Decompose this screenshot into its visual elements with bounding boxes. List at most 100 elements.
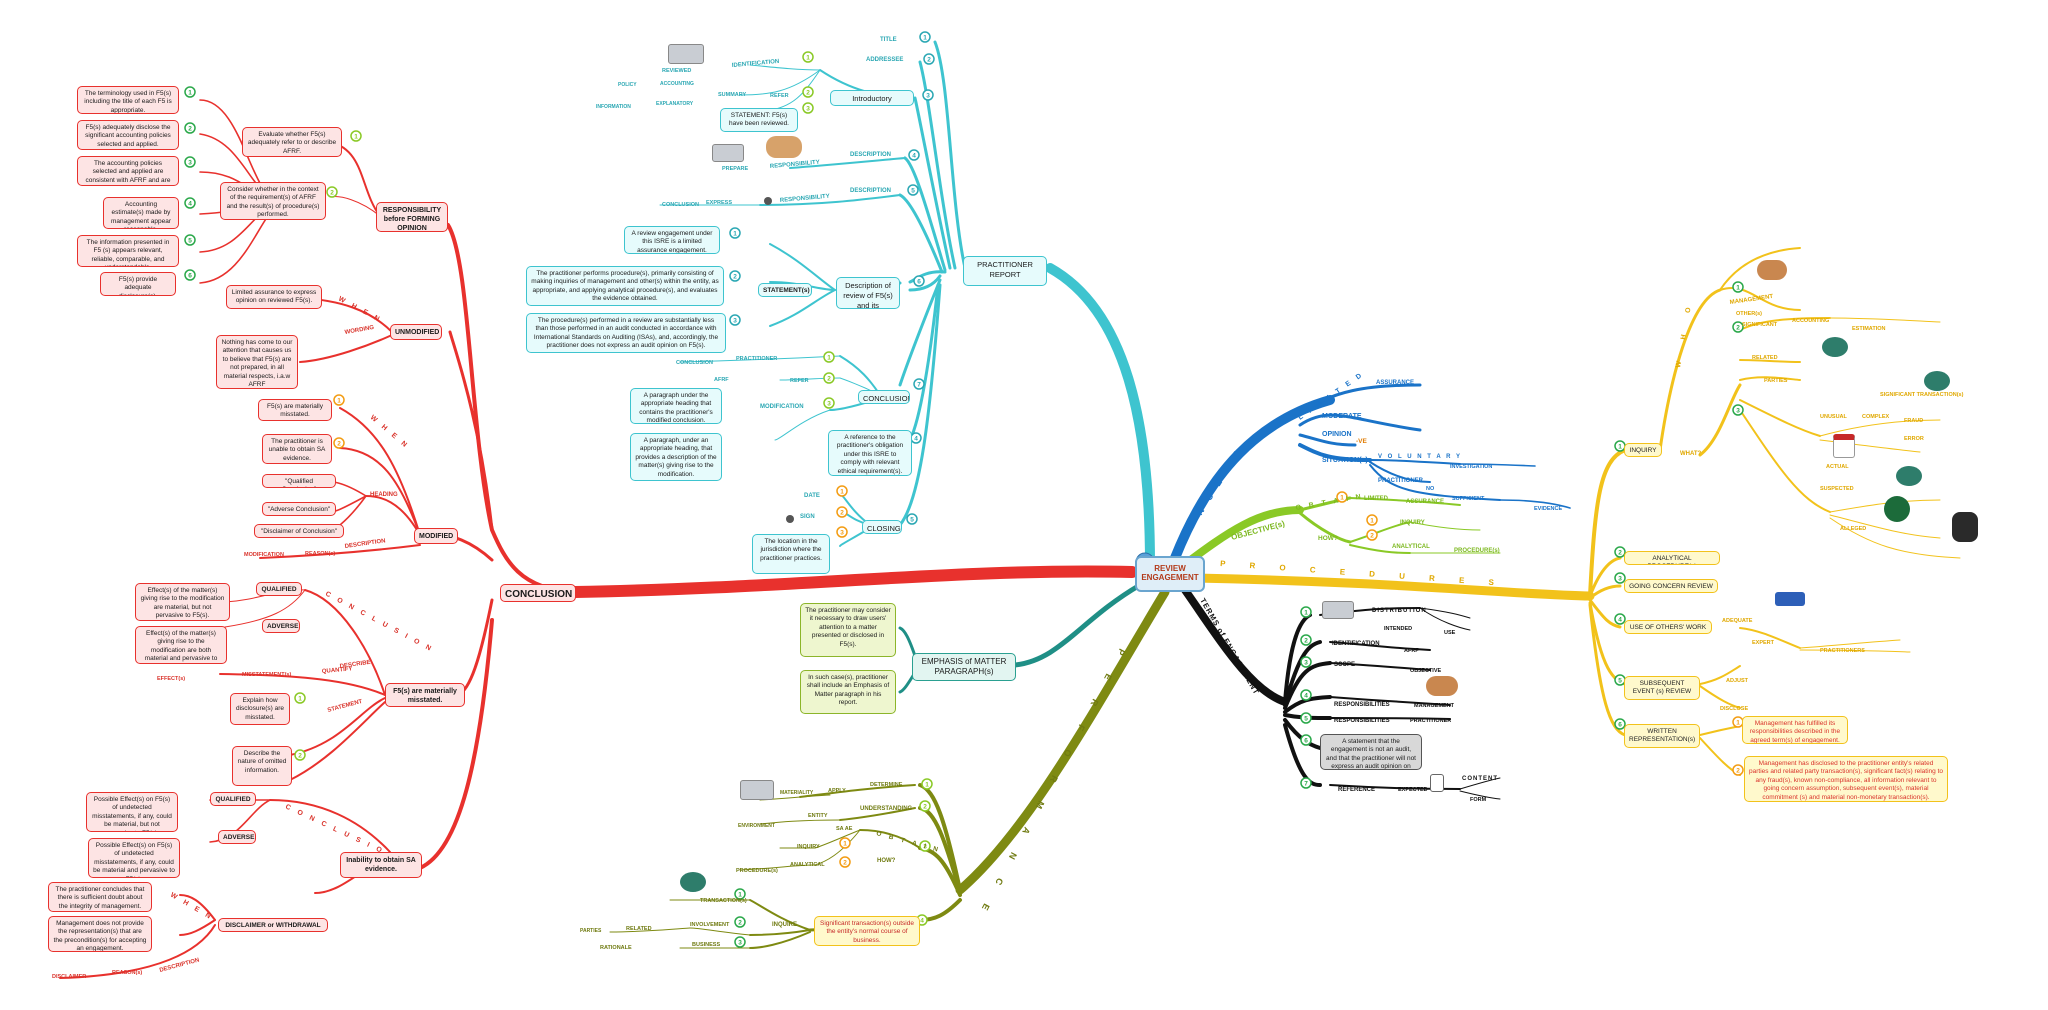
modified-when-2: The practitioner is unable to obtain SA … — [262, 434, 332, 464]
inability-node[interactable]: Inability to obtain SA evidence. — [340, 852, 422, 878]
significant-transactions-box: Significant transaction(s) outside the e… — [814, 916, 920, 946]
subsequent-label: SUBSEQUENT EVENT (s) REVIEW — [1633, 680, 1691, 695]
branch-label-objectives-obtain: O B T A I N — [1295, 493, 1364, 512]
statements-text: STATEMENT(s) — [763, 287, 810, 294]
branch-label-procedures-disclose: DISCLOSE — [1720, 706, 1748, 712]
statement-reviewed-text: STATEMENT: F5(s) have been reviewed. — [729, 112, 789, 127]
branch-label-performance-transactions: TRANSACTION(s) — [700, 898, 747, 904]
number-label: 3 — [926, 93, 930, 100]
number-label: 2 — [806, 90, 810, 97]
stmt-item-text: A review engagement under this ISRE is a… — [632, 230, 713, 254]
concl-item-text: A paragraph under the appropriate headin… — [639, 392, 713, 424]
branch-label-conclusion-modified-when: W H E N — [369, 414, 410, 450]
number-label: 2 — [1370, 533, 1374, 540]
analytical-label: ANALYTICAL PROCEDURE(s) — [1647, 555, 1696, 565]
conclusion-label: CONCLUSION — [505, 589, 572, 600]
written-node[interactable]: WRITTEN REPRESENTATION(s) — [1624, 724, 1700, 748]
qualified-text: QUALIFIED — [215, 796, 250, 803]
going-concern-node[interactable]: GOING CONCERN REVIEW — [1624, 579, 1718, 593]
branch-label-procedures-suspected: SUSPECTED — [1820, 486, 1854, 492]
number-label: 2 — [840, 510, 844, 517]
number-label: 1 — [1618, 444, 1622, 451]
branch-label-concept-sufficient: SUFFICIENT — [1452, 496, 1485, 502]
emphasis-node[interactable]: EMPHASIS of MATTER PARAGRAPH(s) — [912, 653, 1016, 681]
laptop-icon — [712, 144, 744, 162]
describe-omitted-box: Describe the nature of omitted informati… — [232, 746, 292, 786]
branch-label-conclusion-modified-description: DESCRIPTION — [344, 538, 385, 550]
misstated-qualified-box: Effect(s) of the matter(s) giving rise t… — [135, 583, 230, 621]
people-icon — [1426, 676, 1458, 696]
intro-node[interactable]: Introductory Paragraph — [830, 90, 914, 106]
misstated-adverse-label: ADVERSE — [262, 619, 300, 633]
number-label: 3 — [1304, 660, 1308, 667]
number-label: 5 — [1618, 678, 1622, 685]
branch-label-performance-rationale: RATIONALE — [600, 945, 632, 951]
analytical-node[interactable]: ANALYTICAL PROCEDURE(s) — [1624, 551, 1720, 565]
branch-label-terms-label: TERMS of ENGAGEMENT — [1198, 597, 1261, 697]
branch-label-terms-responsibilities: RESPONSIBILITIES — [1334, 702, 1390, 708]
emphasis-label: EMPHASIS of MATTER PARAGRAPH(s) — [922, 657, 1007, 676]
conclusion-node[interactable]: CONCLUSION — [500, 584, 576, 602]
number-label: 1 — [923, 35, 927, 42]
number-label: 2 — [738, 920, 742, 927]
inability-qualified-label: QUALIFIED — [210, 792, 256, 806]
branch-performance — [960, 592, 1165, 890]
inquiry-node[interactable]: INQUIRY — [1624, 443, 1662, 457]
modified-when-text: F5(s) are materially misstated. — [267, 403, 323, 418]
use-others-node[interactable]: USE OF OTHERS' WORK — [1624, 620, 1712, 634]
resp-item-3: The accounting policies selected and app… — [77, 156, 179, 186]
disclaimer-node[interactable]: DISCLAIMER or WITHDRAWAL — [218, 918, 328, 932]
terms-statement-box: A statement that the engagement is not a… — [1320, 734, 1422, 770]
branch-label-procedures-significant: SIGNIFICANT — [1742, 322, 1778, 328]
written-item-text: Management has disclosed to the practiti… — [1749, 760, 1943, 801]
branch-label-procedures-expert: EXPERT — [1752, 640, 1775, 646]
branch-label-performance-involvement: INVOLVEMENT — [690, 922, 730, 928]
dollar-badge-icon — [1822, 337, 1848, 357]
heading-disclaimer: "Disclaimer of Conclusion" — [254, 524, 344, 538]
branch-label-objectives-limited: LIMITED — [1364, 496, 1389, 502]
modified-node[interactable]: MODIFIED — [414, 528, 458, 544]
branch-label-conclusion-misstated-quantify: QUANTIFY — [322, 666, 353, 675]
branch-label-performance-related: RELATED — [626, 926, 652, 932]
number-label: 1 — [1736, 720, 1740, 727]
resp-item-4: Accounting estimate(s) made by managemen… — [103, 197, 179, 229]
stmt-item-3: The procedure(s) performed in a review a… — [526, 313, 726, 353]
significant-transactions-text: Significant transaction(s) outside the e… — [820, 920, 914, 944]
scope-node[interactable]: Description of review of F5(s) and its l… — [836, 277, 900, 309]
branch-label-concept-evidence: EVIDENCE — [1534, 506, 1562, 512]
report-conclusion-label: CONCLUSION — [863, 394, 910, 403]
subsequent-node[interactable]: SUBSEQUENT EVENT (s) REVIEW — [1624, 676, 1700, 700]
qualified-text: QUALIFIED — [261, 586, 296, 593]
report-conclusion-node[interactable]: CONCLUSION — [858, 390, 910, 404]
branch-label-performance-parties: PARTIES — [580, 928, 602, 934]
branch-label-performance-procedures: PROCEDURE(s) — [736, 868, 778, 874]
number-label: 2 — [188, 126, 192, 133]
work-logo-icon — [1775, 592, 1805, 606]
branch-label-concept-moderate: MODERATE — [1322, 413, 1362, 420]
misstated-node[interactable]: F5(s) are materially misstated. — [385, 683, 465, 707]
heading-qualified: "Qualified Conclusion" — [262, 474, 336, 488]
branch-label-procedures-fraud: FRAUD — [1904, 418, 1923, 424]
branch-label-conclusion-inability-disclaimer_word: DISCLAIMER — [52, 974, 86, 980]
closing-node[interactable]: CLOSING — [862, 520, 902, 534]
concl-item-1: A paragraph under the appropriate headin… — [630, 388, 722, 424]
number-label: 1 — [827, 355, 831, 362]
evaluate-box: Evaluate whether F5(s) adequately refer … — [242, 127, 342, 157]
report-node[interactable]: PRACTITIONER REPORT — [963, 256, 1047, 286]
emphasis-item-1: The practitioner may consider it necessa… — [800, 603, 896, 657]
branch-label-conclusion-inability-reason: REASON(s) — [112, 970, 142, 976]
responsibility-node[interactable]: RESPONSIBILITY before FORMING OPINION — [376, 202, 448, 232]
branch-report — [1050, 268, 1150, 565]
intro-label: Introductory Paragraph — [852, 94, 892, 106]
rolex-logo-icon — [1884, 496, 1910, 522]
branch-label-performance-environment: ENVIRONMENT — [738, 823, 775, 829]
unmodified-node[interactable]: UNMODIFIED — [390, 324, 442, 340]
number-label: 3 — [806, 106, 810, 113]
heading-text: "Qualified Conclusion" — [282, 478, 316, 488]
branch-label-concept-practitioner: PRACTITIONER — [1378, 478, 1424, 484]
resp-item-text: Accounting estimate(s) made by managemen… — [111, 201, 171, 229]
adverse-text: ADVERSE — [267, 623, 298, 630]
branch-conclusion — [575, 571, 1132, 592]
central-node[interactable]: REVIEW ENGAGEMENT — [1135, 556, 1205, 592]
withdrawal-when-text: The practitioner concludes that there is… — [56, 886, 145, 910]
